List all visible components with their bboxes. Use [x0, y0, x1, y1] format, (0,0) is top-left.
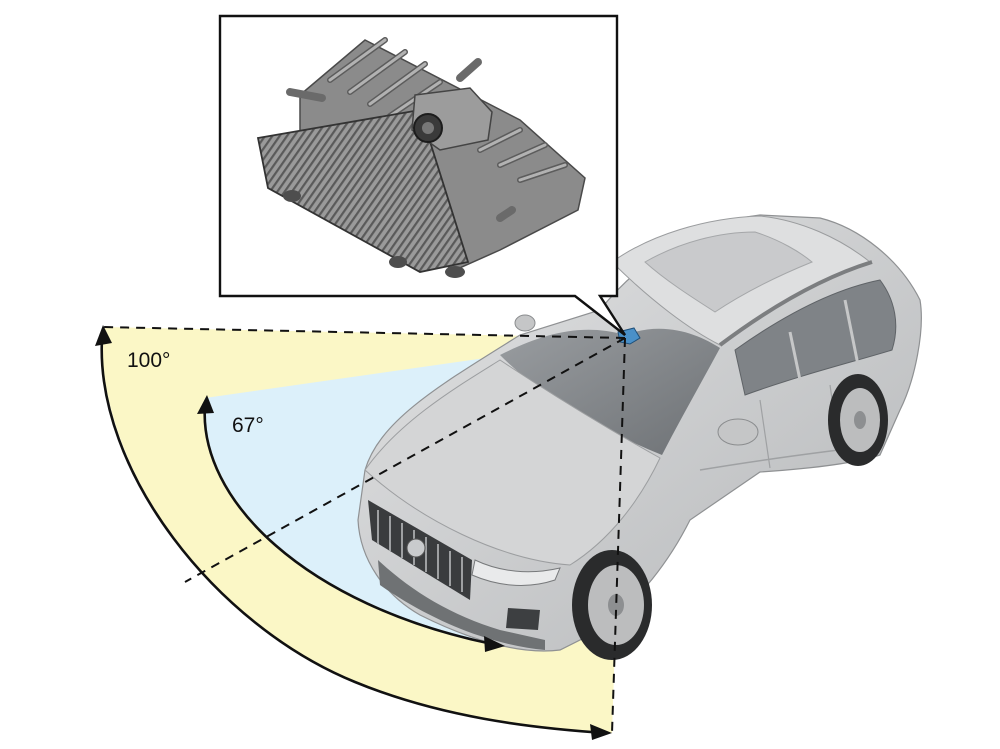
- vehicle-hood: [364, 359, 661, 566]
- front-grille: [368, 500, 472, 600]
- front-wheel: [572, 550, 652, 660]
- suv-vehicle: [357, 214, 922, 660]
- narrow-angle-label: 67°: [232, 414, 264, 437]
- field-boundary-lines: [101, 326, 626, 734]
- arrowhead-icon: [95, 325, 112, 346]
- vehicle-sunroof: [644, 231, 813, 313]
- vehicle-side-windows: [734, 279, 897, 396]
- camera-detail-callout: [218, 14, 627, 336]
- windshield-camera-module-icon: [256, 37, 586, 278]
- narrow-angle-arc: [197, 395, 505, 652]
- vehicle-windshield: [500, 328, 720, 455]
- brand-emblem: [406, 538, 426, 558]
- rear-wheel: [828, 374, 888, 466]
- wide-angle-arc: [95, 325, 612, 740]
- arrowhead-icon: [484, 636, 505, 652]
- arrowhead-icon: [197, 395, 214, 414]
- fog-light: [506, 608, 540, 630]
- right-mirror: [717, 418, 759, 446]
- left-mirror: [514, 314, 536, 332]
- headlight: [471, 559, 561, 586]
- glare-shield: [256, 108, 470, 273]
- wide-angle-label: 100°: [127, 349, 171, 372]
- arrowhead-icon: [590, 724, 612, 740]
